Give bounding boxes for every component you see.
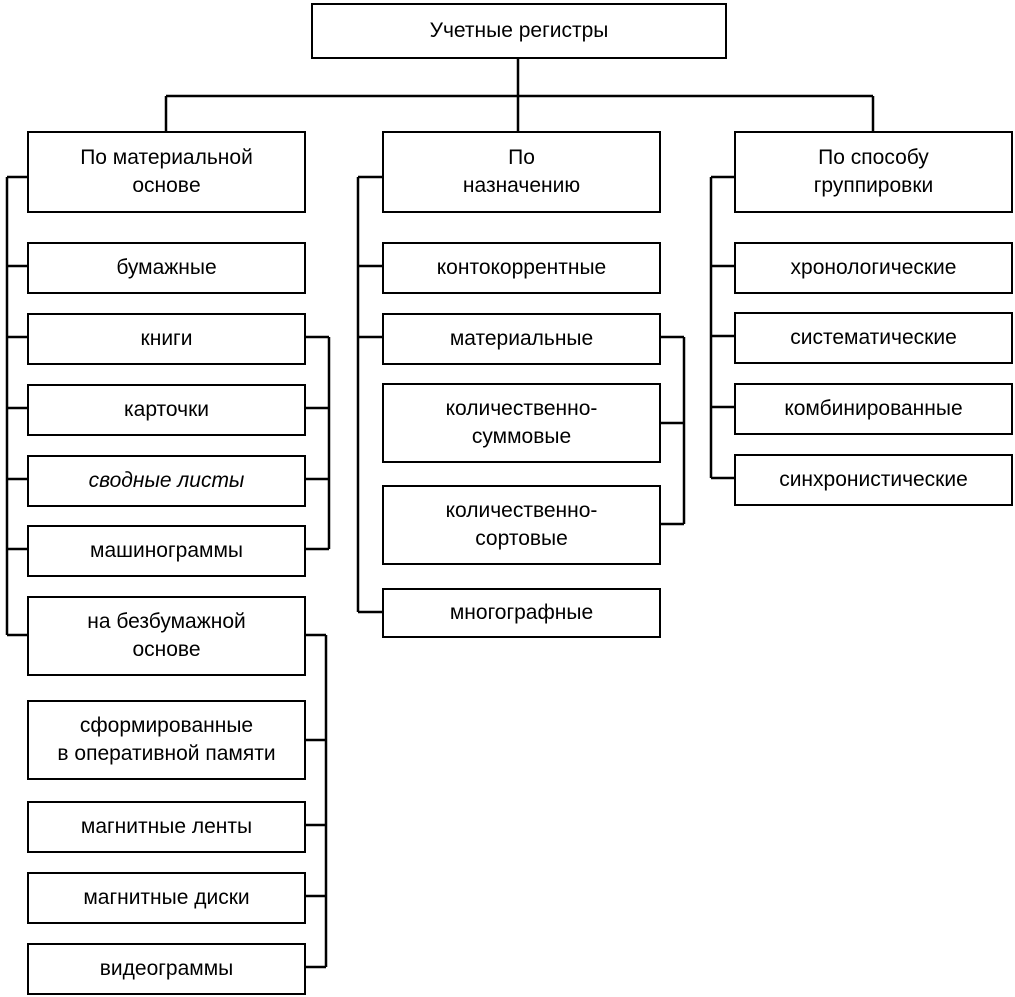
purpose-item-quantity-sort: количественно- сортовые bbox=[382, 485, 661, 565]
material-item-videograms: видеограммы bbox=[27, 943, 306, 995]
purpose-item-contocurrent: контокоррентные bbox=[382, 242, 661, 294]
category-purpose: По назначению bbox=[382, 131, 661, 213]
purpose-item-material: материальные bbox=[382, 313, 661, 365]
category-material-basis: По материальной основe bbox=[27, 131, 306, 213]
material-item-books: книги bbox=[27, 313, 306, 365]
material-item-magnetic-disks: магнитные диски bbox=[27, 872, 306, 924]
category-grouping-method: По способу группировки bbox=[734, 131, 1013, 213]
material-item-machinegrams: машинограммы bbox=[27, 525, 306, 577]
purpose-item-quantity-sum: количественно- суммовые bbox=[382, 383, 661, 463]
material-item-magnetic-tapes: магнитные ленты bbox=[27, 801, 306, 853]
grouping-item-synchronistic: синхронистические bbox=[734, 454, 1013, 506]
root-node: Учетные регистры bbox=[311, 3, 727, 59]
purpose-item-multigraph: многографные bbox=[382, 588, 661, 638]
grouping-item-systematic: систематические bbox=[734, 312, 1013, 364]
material-item-cards: карточки bbox=[27, 384, 306, 436]
material-item-ram-formed: сформированные в оперативной памяти bbox=[27, 700, 306, 780]
grouping-item-combined: комбинированные bbox=[734, 383, 1013, 435]
material-item-paper: бумажные bbox=[27, 242, 306, 294]
grouping-item-chronological: хронологические bbox=[734, 242, 1013, 294]
material-item-paperless: на безбумажной основе bbox=[27, 596, 306, 676]
material-item-summary-sheets: сводные листы bbox=[27, 455, 306, 507]
